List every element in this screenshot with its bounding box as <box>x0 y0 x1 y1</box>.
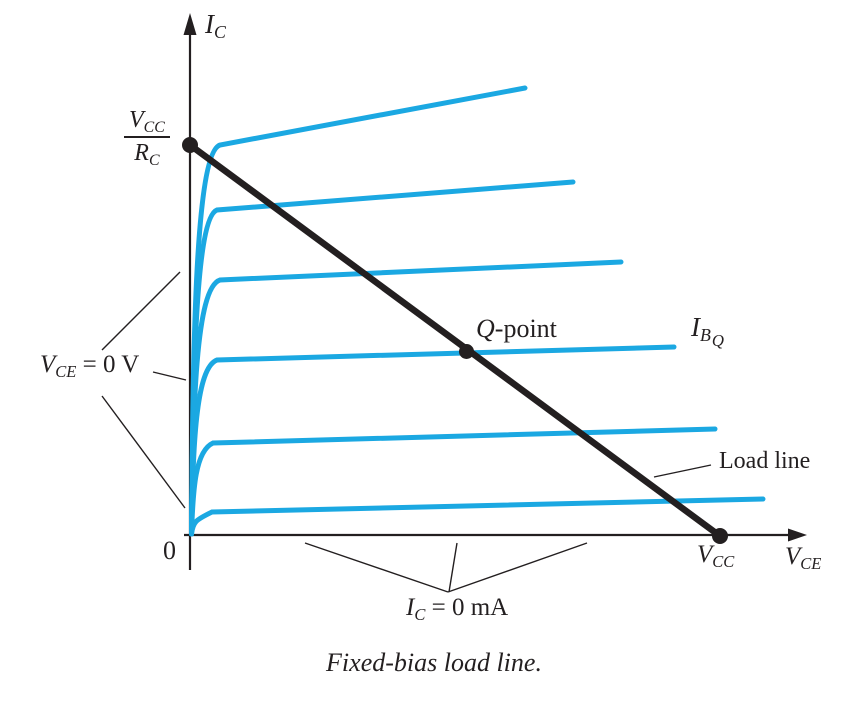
leader-ic-zero-right <box>447 542 588 593</box>
origin-label: 0 <box>163 536 176 565</box>
y-intercept-label: VCC RC <box>124 108 170 169</box>
ic-zero-annotation: IC = 0 mA <box>406 594 509 624</box>
vce-zero-annotation: VCE = 0 V <box>40 351 140 381</box>
leader-load-line-pointer <box>653 464 712 478</box>
fraction-numerator: VCC <box>124 108 170 138</box>
ib-curve-5 <box>189 426 718 537</box>
leader-ic-zero-middle <box>448 542 458 593</box>
saturation-point-dot <box>182 137 198 153</box>
q-point-dot <box>459 344 474 359</box>
ib-curve-1 <box>189 85 528 537</box>
figure-caption: Fixed-bias load line. <box>326 648 542 677</box>
load-line-label: Load line <box>719 448 811 474</box>
fraction-denominator: RC <box>134 140 160 169</box>
y-axis-arrow-icon <box>183 13 197 35</box>
y-axis-label: IC <box>205 9 226 43</box>
leader-ic-zero-left <box>304 542 449 593</box>
q-point-label: Q-point <box>476 314 557 343</box>
ib-curve-6 <box>189 496 766 537</box>
cutoff-point-dot <box>712 528 728 544</box>
leader-vce-zero-lower <box>101 395 186 509</box>
ibq-curve-label: IBQ <box>691 312 724 351</box>
load-line <box>188 142 722 539</box>
x-axis-arrow-icon <box>788 528 807 542</box>
leader-vce-zero-middle <box>152 371 187 381</box>
x-axis-label: VCE <box>785 543 822 573</box>
x-intercept-label: VCC <box>697 541 735 571</box>
leader-vce-zero-upper <box>101 271 181 351</box>
